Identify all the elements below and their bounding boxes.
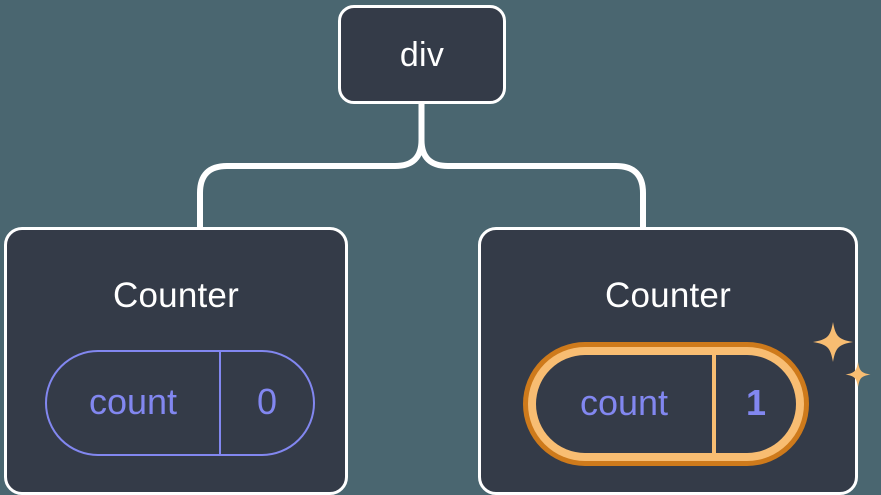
sparkle-icon: [813, 322, 871, 387]
state-pill-left[interactable]: count 0: [45, 350, 315, 456]
state-pill-right-content: count 1: [536, 355, 796, 453]
state-pill-right-key: count: [536, 355, 716, 453]
connector-branch-right: [418, 139, 646, 229]
state-pill-left-value: 0: [256, 381, 278, 422]
node-counter-right-title: Counter: [605, 276, 731, 315]
state-pill-right[interactable]: count 1: [523, 342, 809, 466]
state-pill-left-key: count: [47, 352, 221, 454]
node-root-div[interactable]: div: [338, 5, 506, 104]
state-pill-right-value: 1: [745, 382, 767, 423]
sparkle-large-icon: [813, 322, 853, 362]
node-counter-left[interactable]: Counter count 0: [4, 227, 348, 495]
node-counter-right[interactable]: Counter count 1: [478, 227, 871, 495]
node-root-label: div: [399, 35, 445, 74]
sparkle-small-icon: [845, 362, 871, 387]
node-counter-left-title: Counter: [113, 276, 239, 315]
connector-branch-left: [197, 139, 425, 229]
